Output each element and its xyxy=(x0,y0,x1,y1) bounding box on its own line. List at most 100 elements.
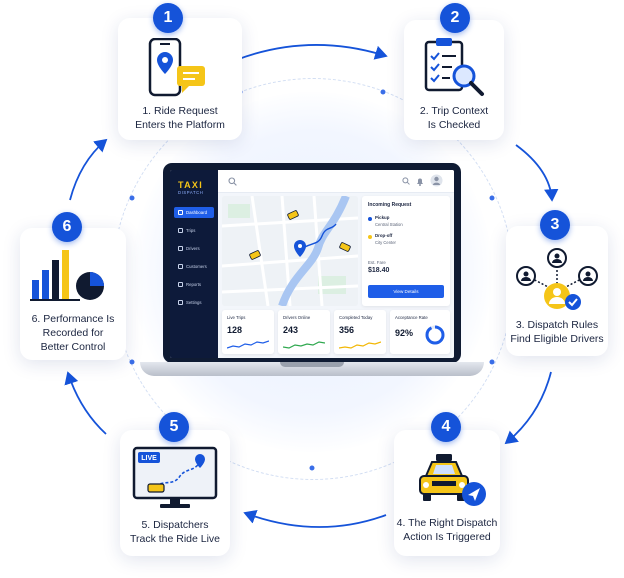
stat-label: Live Trips xyxy=(227,315,246,320)
map-graphic xyxy=(222,196,358,306)
caption-line: Enters the Platform xyxy=(135,119,225,131)
nav-item-reports[interactable]: Reports xyxy=(174,279,214,290)
acceptance-ring xyxy=(425,325,445,345)
stat-label: Drivers Online xyxy=(283,315,311,320)
orbit-dot xyxy=(489,359,495,365)
app-logo: TAXI xyxy=(178,180,204,190)
caption-line: Is Checked xyxy=(427,119,481,131)
step-card-4: 4. The Right Dispatch Action Is Triggere… xyxy=(394,430,500,556)
pie-chart-icon xyxy=(76,272,104,300)
taxi-icon xyxy=(419,454,486,506)
step-1-badge: 1 xyxy=(153,3,183,33)
stat-value: 128 xyxy=(227,325,243,335)
chat-bubble-icon xyxy=(177,66,205,93)
dropoff-dot xyxy=(368,235,372,239)
nav-item-settings[interactable]: Settings xyxy=(174,297,214,308)
clipboard-checklist-icon xyxy=(424,38,484,96)
stat-completed-today: Completed Today 356 xyxy=(334,310,386,354)
caption-line: Track the Ride Live xyxy=(129,533,221,545)
orbit-dot xyxy=(129,195,135,201)
nav-label: Trips xyxy=(186,228,196,233)
nav-item-dashboard[interactable]: Dashboard xyxy=(174,207,214,218)
step-6-badge: 6 xyxy=(52,212,82,242)
avatar-icon[interactable] xyxy=(430,174,443,187)
arrow-3-to-4 xyxy=(504,371,552,445)
search-icon[interactable] xyxy=(402,177,410,185)
sparkline xyxy=(339,341,381,349)
arrow-5-to-6 xyxy=(64,371,107,435)
arrow-2-to-3 xyxy=(515,144,559,202)
dropoff-value: City Center xyxy=(375,240,396,245)
orbit-dot xyxy=(380,89,386,95)
caption-line: Action Is Triggered xyxy=(403,531,491,543)
caption-line: 1. Ride Request xyxy=(142,105,218,117)
stat-live-trips: Live Trips 128 xyxy=(222,310,274,354)
magnifier-icon xyxy=(452,64,484,96)
stat-value: 92% xyxy=(395,328,414,338)
stat-acceptance-rate: Acceptance Rate 92% xyxy=(390,310,450,354)
caption-line: 6. Performance Is xyxy=(31,313,115,325)
step-card-2: 2. Trip Context Is Checked xyxy=(404,20,504,140)
arrow-4-to-5 xyxy=(243,509,387,528)
step-5-caption: 5. Dispatchers Track the Ride Live xyxy=(120,518,230,546)
search-icon[interactable] xyxy=(228,177,237,186)
step-3-badge: 3 xyxy=(540,210,570,240)
caption-line: 5. Dispatchers xyxy=(141,519,209,531)
pickup-value: Central Station xyxy=(375,222,403,227)
dashboard-sidebar: TAXI DISPATCH Dashboard Trips Drivers Cu… xyxy=(170,170,218,358)
phone-location-icon xyxy=(148,38,205,97)
stat-value: 356 xyxy=(339,325,355,335)
nav-label: Customers xyxy=(186,264,207,269)
nav-item-trips[interactable]: Trips xyxy=(174,225,214,236)
step-6-caption: 6. Performance Is Recorded for Better Co… xyxy=(20,312,126,354)
caption-line: 4. The Right Dispatch xyxy=(396,517,498,529)
arrow-1-to-2 xyxy=(235,44,388,61)
stat-value: 243 xyxy=(283,325,299,335)
step-card-1: 1. Ride Request Enters the Platform xyxy=(118,18,242,140)
sparkline xyxy=(283,341,325,349)
monitor-map-icon: LIVE xyxy=(132,446,218,508)
step-4-caption: 4. The Right Dispatch Action Is Triggere… xyxy=(394,516,500,544)
stat-label: Acceptance Rate xyxy=(395,315,428,320)
bell-icon[interactable] xyxy=(416,177,424,186)
nav-label: Dashboard xyxy=(186,210,208,215)
stat-label: Completed Today xyxy=(339,315,373,320)
fare-label: Est. Fare xyxy=(368,260,386,265)
app-logo-sub: DISPATCH xyxy=(178,190,204,195)
pickup-label: Pickup xyxy=(375,215,390,220)
live-badge: LIVE xyxy=(141,455,157,462)
caption-line: Recorded for xyxy=(42,327,104,339)
caption-line: 3. Dispatch Rules xyxy=(515,319,599,331)
laptop-base xyxy=(140,362,484,376)
dropoff-label: Drop-off xyxy=(375,233,393,238)
step-card-3: 3. Dispatch Rules Find Eligible Drivers xyxy=(506,226,608,356)
view-details-button[interactable]: View Details xyxy=(368,285,444,298)
live-map[interactable] xyxy=(222,196,358,306)
send-arrow-icon xyxy=(462,482,486,506)
step-2-caption: 2. Trip Context Is Checked xyxy=(404,104,504,132)
orbit-dot xyxy=(309,465,315,471)
driver-network-icon xyxy=(516,248,598,310)
orbit-dot xyxy=(129,359,135,365)
nav-item-drivers[interactable]: Drivers xyxy=(174,243,214,254)
step-3-caption: 3. Dispatch Rules Find Eligible Drivers xyxy=(506,318,608,346)
pickup-dot xyxy=(368,217,372,221)
sparkline xyxy=(227,340,269,349)
arrow-6-to-1 xyxy=(69,138,108,201)
nav-label: Drivers xyxy=(186,246,200,251)
dashboard-display: TAXI DISPATCH Dashboard Trips Drivers Cu… xyxy=(170,170,454,358)
laptop-notch xyxy=(280,362,344,367)
step-card-5: LIVE 5. Dispatchers Track the Ride Live xyxy=(120,430,230,556)
nav-label: Settings xyxy=(186,300,202,305)
check-badge-icon xyxy=(565,294,581,310)
nav-item-customers[interactable]: Customers xyxy=(174,261,214,272)
step-card-6: 6. Performance Is Recorded for Better Co… xyxy=(20,228,126,360)
step-5-badge: 5 xyxy=(159,412,189,442)
caption-line: 2. Trip Context xyxy=(419,105,489,117)
request-title: Incoming Request xyxy=(368,202,412,208)
bar-chart-icon xyxy=(30,250,104,301)
step-1-caption: 1. Ride Request Enters the Platform xyxy=(118,104,242,132)
caption-line: Better Control xyxy=(40,341,106,353)
nav-label: Reports xyxy=(186,282,202,287)
